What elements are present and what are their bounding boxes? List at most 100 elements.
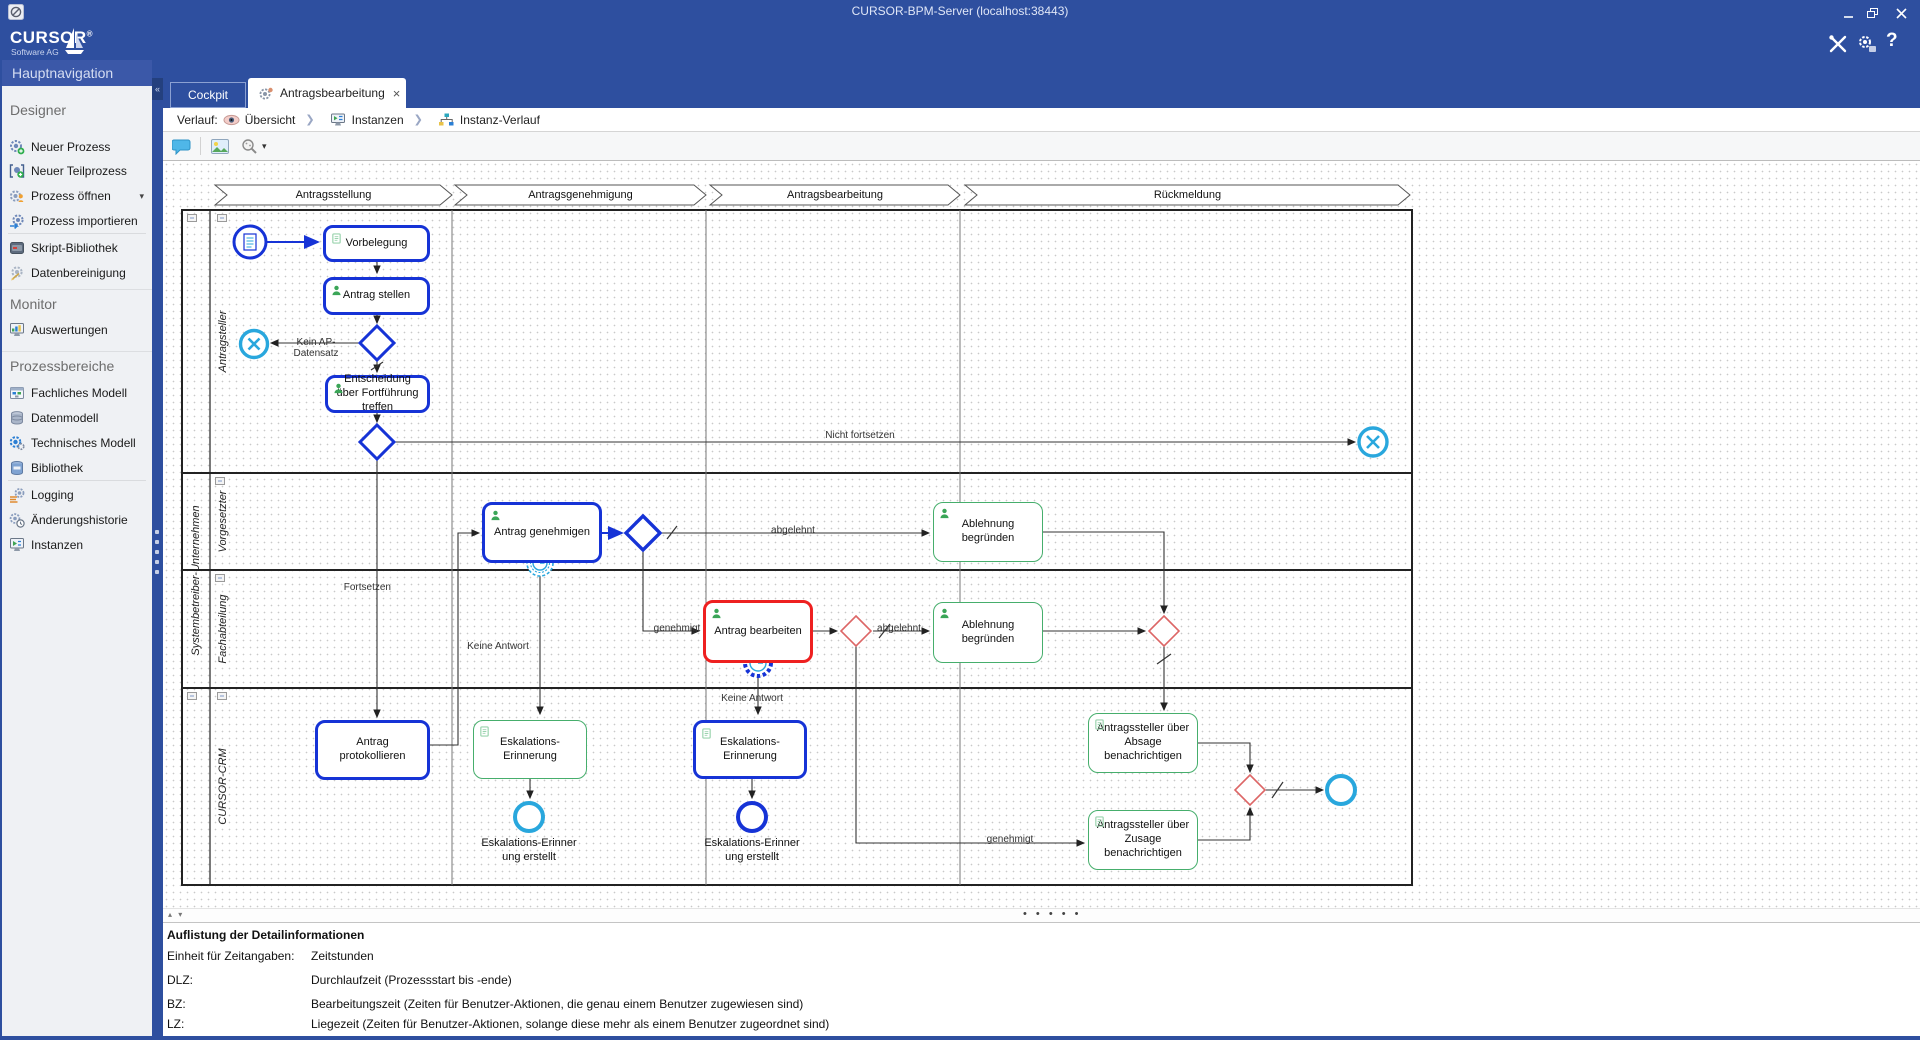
sidebar-divider — [8, 233, 146, 234]
task-eskalations-erinnerung-1[interactable]: Eskalations-Erinnerung — [473, 720, 587, 779]
lane-collapse-box[interactable] — [215, 574, 225, 582]
tools-icon[interactable] — [1828, 34, 1850, 54]
help-button[interactable]: ? — [1886, 30, 1898, 51]
sidebar-item-label: Auswertungen — [31, 323, 108, 337]
toolbar-separator — [200, 137, 201, 155]
phase-antragsbearbeitung: Antragsbearbeitung — [786, 189, 883, 201]
sidebar-item-label: Bibliothek — [31, 461, 84, 475]
person-icon — [940, 508, 949, 519]
lane-collapse-box[interactable] — [215, 477, 225, 485]
change-history-icon — [9, 513, 25, 528]
lane-label-antragsteller: Antragsteller — [216, 310, 229, 373]
message-event-eskalation-2[interactable] — [736, 801, 768, 833]
sidebar-collapse-button[interactable]: « — [152, 78, 163, 100]
task-zusage-benachrichtigen[interactable]: Antragssteller über Zusage benachrichtig… — [1088, 810, 1198, 870]
reports-monitor-icon — [10, 323, 24, 336]
end-event-kein-ap[interactable] — [238, 328, 270, 360]
task-entscheidung[interactable]: Entscheidung über Fortführung treffen — [325, 373, 430, 413]
sidebar-item-label: Prozess importieren — [31, 214, 138, 228]
end-event-nicht-fortsetzen[interactable] — [1357, 426, 1389, 458]
task-ablehnung-begruenden-2[interactable]: Ablehnung begründen — [933, 602, 1043, 663]
comment-icon[interactable] — [172, 138, 192, 155]
details-panel-splitter[interactable]: ▴ ▾ • • • • • — [163, 908, 1920, 923]
sidebar-item-auswertungen[interactable]: Auswertungen — [2, 318, 152, 342]
gateways — [357, 323, 1267, 807]
splitter-handle[interactable] — [155, 530, 159, 574]
start-event[interactable] — [232, 224, 268, 260]
bpmn-diagram-canvas[interactable]: Antragsstellung Antragsgenehmigung Antra… — [163, 161, 1920, 908]
sidebar-item-fachliches-modell[interactable]: Fachliches Modell — [2, 381, 152, 405]
details-row-value: Bearbeitungszeit (Zeiten für Benutzer-Ak… — [311, 997, 804, 1011]
tab-antragsbearbeitung[interactable]: Antragsbearbeitung × — [248, 78, 406, 108]
breadcrumb-uebersicht[interactable]: Übersicht — [244, 112, 296, 127]
close-button[interactable] — [1890, 6, 1912, 21]
task-label: Antragssteller über Absage benachrichtig… — [1096, 722, 1190, 762]
window-bottom-border — [0, 1036, 1920, 1040]
gateway-antrag-stellen[interactable] — [357, 323, 397, 363]
sidebar-item-neuer-prozess[interactable]: Neuer Prozess — [2, 135, 152, 159]
script-icon — [332, 233, 341, 244]
sidebar-item-neuer-teilprozess[interactable]: Neuer Teilprozess — [2, 159, 152, 183]
overview-eye-icon — [223, 114, 240, 125]
breadcrumb-instanzen[interactable]: Instanzen — [351, 112, 404, 127]
gateway-bearbeitung[interactable] — [839, 614, 873, 648]
event-label-eskalation-1: Eskalations-Erinner ung erstellt — [481, 837, 577, 864]
task-antrag-protokollieren[interactable]: Antrag protokollieren — [315, 720, 430, 780]
minimize-button[interactable] — [1838, 6, 1860, 21]
script-icon — [480, 726, 489, 737]
lane-collapse-box[interactable] — [187, 692, 197, 700]
gateway-fortfuehrung[interactable] — [357, 422, 397, 462]
person-icon — [491, 510, 500, 521]
zoom-dropdown-caret[interactable]: ▾ — [262, 140, 267, 151]
sidebar-item-prozess-importieren[interactable]: Prozess importieren — [2, 209, 152, 233]
end-event-final[interactable] — [1325, 774, 1357, 806]
brand-subtitle: Software AG — [11, 47, 59, 57]
panel-collapse-arrows[interactable]: ▴ ▾ — [168, 910, 185, 919]
app-header: CURSOR® Software AG ? — [0, 24, 1920, 60]
sidebar-item-instanzen[interactable]: Instanzen — [2, 533, 152, 557]
lane-collapse-box[interactable] — [187, 214, 197, 222]
image-export-icon[interactable] — [210, 138, 230, 155]
tab-close-icon[interactable]: × — [392, 85, 401, 101]
gateway-genehmigung[interactable] — [623, 513, 663, 553]
sidebar-item-aenderungshistorie[interactable]: Änderungshistorie — [2, 508, 152, 532]
person-icon — [940, 608, 949, 619]
sidebar-item-skript-bibliothek[interactable]: Skript-Bibliothek — [2, 236, 152, 260]
sidebar-item-bibliothek[interactable]: Bibliothek — [2, 456, 152, 480]
process-settings-icon[interactable] — [1856, 34, 1878, 54]
task-absage-benachrichtigen[interactable]: Antragssteller über Absage benachrichtig… — [1088, 713, 1198, 773]
flow-label-abgelehnt-2: abgelehnt — [877, 623, 921, 634]
sidebar-splitter[interactable]: « — [152, 60, 163, 1036]
sidebar-item-label: Datenmodell — [31, 411, 99, 425]
task-antrag-genehmigen[interactable]: Antrag genehmigen — [482, 502, 602, 563]
sidebar-item-datenbereinigung[interactable]: Datenbereinigung — [2, 261, 152, 285]
lane-collapse-box[interactable] — [217, 692, 227, 700]
zoom-icon[interactable] — [239, 138, 259, 155]
flow-label-genehmigt-2: genehmigt — [986, 834, 1034, 845]
task-label: Antrag genehmigen — [493, 525, 590, 538]
task-eskalations-erinnerung-2[interactable]: Eskalations-Erinnerung — [693, 720, 807, 779]
phase-antragsstellung: Antragsstellung — [295, 189, 372, 201]
tab-cockpit[interactable]: Cockpit — [170, 82, 246, 108]
task-ablehnung-begruenden-1[interactable]: Ablehnung begründen — [933, 502, 1043, 562]
breadcrumb-instanz-verlauf[interactable]: Instanz-Verlauf — [459, 112, 540, 127]
open-process-dropdown-caret[interactable]: ▾ — [139, 190, 144, 201]
data-cleanup-icon — [11, 266, 23, 281]
gateway-ablehnung-merge[interactable] — [1147, 614, 1181, 648]
message-event-eskalation-1[interactable] — [513, 801, 545, 833]
flow-label-kein-ap: Kein AP-Datensatz — [293, 337, 339, 359]
sidebar-item-logging[interactable]: Logging — [2, 483, 152, 507]
lane-label-systembetreiber: Systembetreiber-Unternehmen — [190, 505, 202, 656]
sidebar-item-technisches-modell[interactable]: Technisches Modell — [2, 431, 152, 455]
sidebar-item-datenmodell[interactable]: Datenmodell — [2, 406, 152, 430]
lane-collapse-box[interactable] — [217, 214, 227, 222]
splitter-drag-handle[interactable]: • • • • • — [1023, 908, 1082, 920]
task-antrag-bearbeiten[interactable]: Antrag bearbeiten — [703, 600, 813, 663]
task-vorbelegung[interactable]: Vorbelegung — [323, 225, 430, 262]
sidebar-item-prozess-oeffnen[interactable]: Prozess öffnen ▾ — [2, 184, 152, 208]
gateway-rueckmeldung-merge[interactable] — [1233, 773, 1267, 807]
script-icon — [702, 728, 711, 739]
task-antrag-stellen[interactable]: Antrag stellen — [323, 277, 430, 315]
restore-button[interactable] — [1862, 6, 1884, 21]
